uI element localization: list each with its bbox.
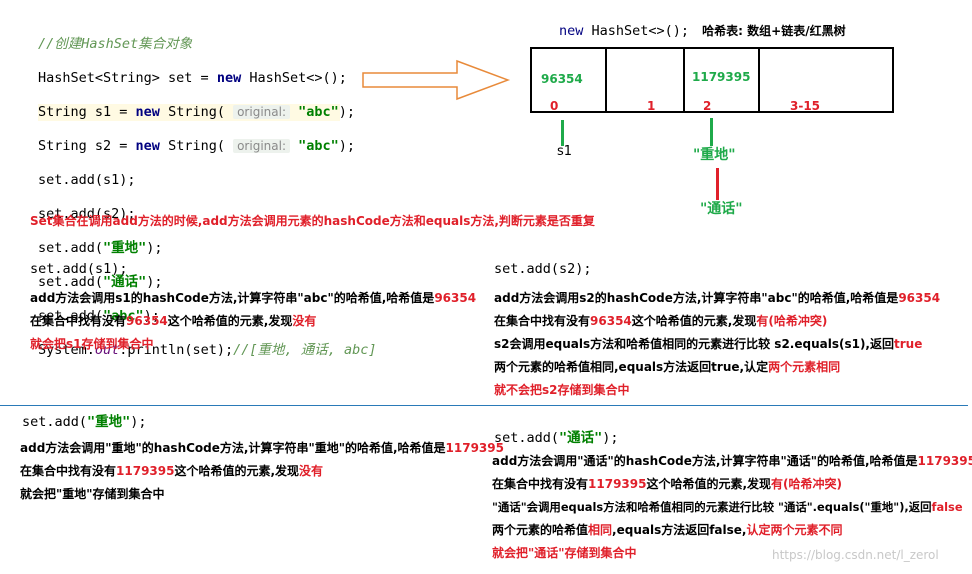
index-2: 2 bbox=[703, 99, 712, 113]
param-hint: original: bbox=[233, 139, 290, 153]
diagram-title: new HashSet<>(); 哈希表: 数组+链表/红黑树 bbox=[559, 23, 846, 39]
code-line-7: set.add("通话"); bbox=[38, 274, 163, 290]
link-s1 bbox=[561, 120, 564, 146]
code-line-3: String s2 = new String( original: "abc")… bbox=[38, 138, 356, 154]
code-line-2: String s1 = new String( original: "abc")… bbox=[38, 104, 356, 121]
code-line-1: HashSet<String> set = new HashSet<>(); bbox=[38, 70, 347, 86]
box-s2-text: add方法会调用s2的hashCode方法,计算字符串"abc"的哈希值,哈希值… bbox=[494, 291, 941, 397]
array-divider bbox=[605, 47, 607, 113]
array-divider bbox=[758, 47, 760, 113]
hash-table-array bbox=[530, 47, 894, 113]
code-line-8: set.add("abc"); bbox=[38, 308, 160, 324]
code-line-4: set.add(s1); bbox=[38, 172, 136, 188]
code-block: //创建HashSet集合对象 HashSet<String> set = ne… bbox=[38, 19, 377, 376]
box-s2-code: set.add(s2); bbox=[494, 261, 592, 277]
arrow-right-icon bbox=[362, 59, 511, 101]
cell-2-hash: 1179395 bbox=[692, 70, 751, 84]
link-zhongdi bbox=[710, 118, 713, 146]
box-zhongdi-code: set.add("重地"); bbox=[22, 414, 147, 430]
watermark: https://blog.csdn.net/l_zerol bbox=[772, 548, 939, 562]
array-divider bbox=[683, 47, 685, 113]
node-s1: s1 bbox=[557, 144, 573, 159]
index-1: 1 bbox=[647, 99, 656, 113]
index-0: 0 bbox=[550, 99, 559, 113]
cell-0-hash: 96354 bbox=[541, 72, 583, 86]
section-divider bbox=[0, 405, 968, 406]
box-tonghua-text: add方法会调用"通话"的hashCode方法,计算字符串"通话"的哈希值,哈希… bbox=[492, 454, 972, 560]
code-comment: //创建HashSet集合对象 bbox=[38, 36, 193, 52]
box-tonghua-code: set.add("通话"); bbox=[494, 430, 619, 446]
code-line-9: System.out.println(set);//[重地, 通话, abc] bbox=[38, 342, 377, 358]
box-zhongdi-text: add方法会调用"重地"的hashCode方法,计算字符串"重地"的哈希值,哈希… bbox=[20, 441, 504, 501]
node-tonghua: "通话" bbox=[700, 201, 743, 217]
code-line-6: set.add("重地"); bbox=[38, 240, 163, 256]
node-zhongdi: "重地" bbox=[693, 147, 736, 163]
link-tonghua bbox=[716, 168, 719, 200]
index-3-15: 3-15 bbox=[790, 99, 821, 113]
code-line-5: set.add(s2); bbox=[38, 206, 136, 222]
box-s1-text: add方法会调用s1的hashCode方法,计算字符串"abc"的哈希值,哈希值… bbox=[30, 291, 477, 351]
summary-text: Set集合在调用add方法的时候,add方法会调用元素的hashCode方法和e… bbox=[30, 214, 595, 228]
box-s1-code: set.add(s1); bbox=[30, 261, 128, 277]
param-hint: original: bbox=[233, 105, 290, 119]
